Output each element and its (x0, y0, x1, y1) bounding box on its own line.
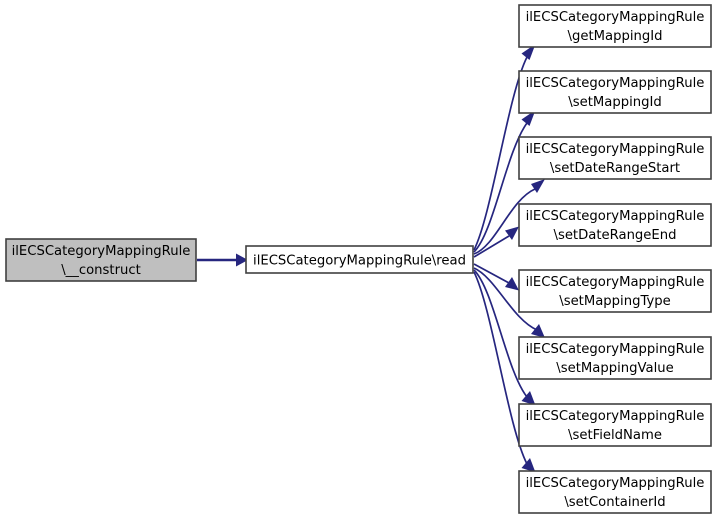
edge-construct-to-read (197, 253, 248, 267)
node-setdaterangestart[interactable]: ilECSCategoryMappingRule \setDateRangeSt… (518, 136, 712, 180)
edge-read-to-setcontainerid (473, 271, 536, 473)
node-setcontainerid[interactable]: ilECSCategoryMappingRule \setContainerId (518, 470, 712, 514)
node-read[interactable]: ilECSCategoryMappingRule\read (245, 245, 474, 274)
node-setcontainerid-label-line1: ilECSCategoryMappingRule (526, 476, 705, 491)
node-setfieldname[interactable]: ilECSCategoryMappingRule \setFieldName (518, 403, 712, 447)
edge-read-to-setdaterangestart (473, 179, 545, 255)
node-setfieldname-label-line2: \setFieldName (568, 428, 662, 443)
node-setdaterangeend-label-line1: ilECSCategoryMappingRule (526, 209, 705, 224)
node-setdaterangestart-label-line1: ilECSCategoryMappingRule (526, 142, 705, 157)
node-construct-label-line2: \__construct (61, 263, 141, 278)
node-construct-label-line1: ilECSCategoryMappingRule (12, 244, 191, 259)
node-setcontainerid-label-line2: \setContainerId (564, 495, 665, 510)
node-setmappingid-label-line2: \setMappingId (568, 95, 661, 110)
node-setmappingvalue-label-line1: ilECSCategoryMappingRule (526, 342, 705, 357)
node-getmappingid-label-line1: ilECSCategoryMappingRule (526, 10, 705, 25)
edge-read-to-setmappingvalue (473, 267, 545, 338)
node-setdaterangestart-label-line2: \setDateRangeStart (550, 161, 680, 176)
edge-read-to-setfieldname (473, 269, 536, 406)
edge-group (197, 44, 545, 473)
node-getmappingid-label-line2: \getMappingId (568, 29, 663, 44)
edge-read-to-setmappingtype (473, 263, 519, 291)
node-setmappingvalue[interactable]: ilECSCategoryMappingRule \setMappingValu… (518, 336, 712, 380)
node-setmappingtype[interactable]: ilECSCategoryMappingRule \setMappingType (518, 269, 712, 313)
node-setmappingvalue-label-line2: \setMappingValue (556, 361, 673, 376)
node-construct[interactable]: ilECSCategoryMappingRule \__construct (5, 238, 197, 282)
node-setdaterangeend-label-line2: \setDateRangeEnd (554, 228, 677, 243)
edge-read-to-setmappingid (473, 110, 536, 253)
node-setmappingtype-label-line1: ilECSCategoryMappingRule (526, 275, 705, 290)
node-setfieldname-label-line1: ilECSCategoryMappingRule (526, 409, 705, 424)
node-setmappingid-label-line1: ilECSCategoryMappingRule (526, 76, 705, 91)
edge-read-to-setdaterangeend (473, 226, 519, 258)
node-setmappingtype-label-line2: \setMappingType (559, 294, 670, 309)
node-setmappingid[interactable]: ilECSCategoryMappingRule \setMappingId (518, 70, 712, 114)
node-read-label: ilECSCategoryMappingRule\read (253, 254, 466, 269)
node-getmappingid[interactable]: ilECSCategoryMappingRule \getMappingId (518, 4, 712, 48)
node-setdaterangeend[interactable]: ilECSCategoryMappingRule \setDateRangeEn… (518, 203, 712, 247)
